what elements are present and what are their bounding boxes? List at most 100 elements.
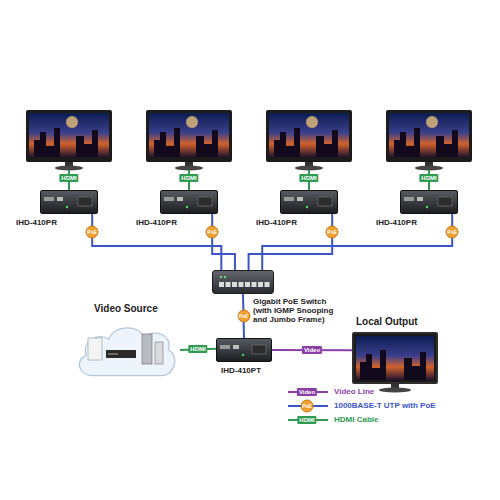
led <box>66 206 68 208</box>
led <box>242 354 244 356</box>
cable-tag: HDMI <box>188 345 207 353</box>
tv-monitor <box>146 110 232 190</box>
tv-screen <box>269 113 349 157</box>
node-label: IHD-410PR <box>16 219 57 228</box>
tv-bezel <box>146 110 232 162</box>
tv-firework <box>306 116 318 128</box>
cable-line <box>212 214 235 270</box>
port <box>57 197 63 201</box>
port <box>232 282 237 287</box>
node-label: IHD-410PT <box>221 367 261 376</box>
port <box>252 282 257 287</box>
dvd-player <box>106 350 136 358</box>
port <box>245 282 250 287</box>
legend-entry: Video Line <box>334 387 374 396</box>
tv-stand-base <box>55 166 83 171</box>
transmitter-front <box>220 345 266 356</box>
port <box>219 282 224 287</box>
panel <box>78 197 92 206</box>
tv-bezel <box>386 110 472 162</box>
port <box>265 282 270 287</box>
tv-screen <box>29 113 109 157</box>
cable-tag: PoE <box>326 226 339 239</box>
receiver-box: IHD-410PR <box>280 190 338 214</box>
receiver-box: IHD-410PR <box>160 190 218 214</box>
tv-screen <box>389 113 469 157</box>
node-label: IHD-410PR <box>256 219 297 228</box>
cable-tag: HDMI <box>299 174 318 182</box>
tv-skyline <box>34 128 98 157</box>
port <box>164 197 174 201</box>
port <box>239 282 244 287</box>
pc-tower <box>142 334 152 364</box>
cable-line <box>249 214 333 270</box>
panel <box>318 197 332 206</box>
tv-skyline <box>360 350 426 380</box>
port <box>220 345 230 349</box>
tv-skyline <box>154 128 218 157</box>
cable-tag: HDMI <box>59 174 78 182</box>
receiver-front <box>284 197 332 208</box>
tv-monitor <box>386 110 472 190</box>
set-top-box <box>88 338 102 360</box>
cable-tag: HDMI <box>297 416 316 424</box>
legend-text: Video Line <box>334 387 374 396</box>
cable-tag: HDMI <box>419 174 438 182</box>
cable-tag: Video <box>297 388 317 396</box>
port <box>258 282 263 287</box>
media-player <box>155 342 163 364</box>
local-output-tv: Local Output <box>352 332 438 384</box>
cable-tag: PoE <box>301 400 314 413</box>
led <box>220 276 222 278</box>
receiver-box: IHD-410PR <box>400 190 458 214</box>
tv-stand <box>65 162 73 167</box>
cable-line <box>92 214 221 270</box>
tv-screen <box>356 336 434 380</box>
receiver-box: IHD-410PR <box>40 190 98 214</box>
legend-text: HDMI Cable <box>334 415 378 424</box>
tv-bezel <box>266 110 352 162</box>
cloud-shape <box>79 328 174 376</box>
tv-stand-base <box>295 166 323 171</box>
tv-stand <box>391 384 399 389</box>
tv-stand <box>185 162 193 167</box>
port <box>44 197 54 201</box>
cable-tag: HDMI <box>179 174 198 182</box>
panel <box>438 197 452 206</box>
tv-stand-base <box>415 166 443 171</box>
tv-stand <box>305 162 313 167</box>
receiver-front <box>44 197 92 208</box>
tv-stand-base <box>175 166 203 171</box>
panel <box>198 197 212 206</box>
cable-tag: Video <box>302 346 322 354</box>
tv-firework <box>66 116 78 128</box>
legend-entry: HDMI Cable <box>334 415 378 424</box>
receiver-front <box>404 197 452 208</box>
tv-skyline <box>394 128 458 157</box>
tv-monitor <box>26 110 112 190</box>
tv-stand <box>425 162 433 167</box>
node-label: Gigabit PoE Switch (with IGMP Snooping a… <box>253 298 345 325</box>
led <box>306 206 308 208</box>
video-source-cloud: Video Source <box>72 318 180 382</box>
port <box>226 282 231 287</box>
port <box>284 197 294 201</box>
tv-stand-base <box>379 388 411 393</box>
node-label: IHD-410PR <box>136 219 177 228</box>
node-label: IHD-410PR <box>376 219 417 228</box>
tv-firework <box>426 116 438 128</box>
port <box>404 197 414 201</box>
tv-bezel <box>26 110 112 162</box>
legend-text: 1000BASE-T UTP with PoE <box>334 401 436 410</box>
cable-tag: PoE <box>237 310 250 323</box>
cable-tag: PoE <box>446 226 459 239</box>
transmitter-box: IHD-410PT <box>216 338 272 362</box>
node-label: Local Output <box>356 316 418 327</box>
receiver-front <box>164 197 212 208</box>
